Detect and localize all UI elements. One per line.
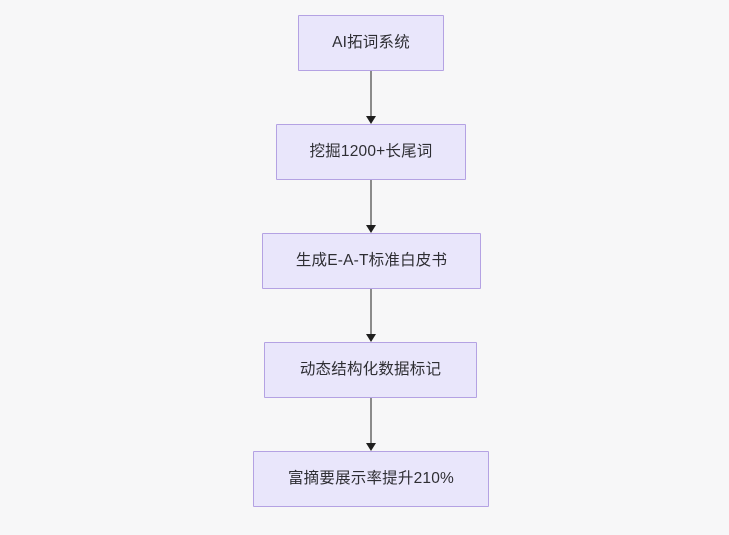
edge-line (370, 398, 372, 444)
arrowhead-icon (365, 443, 376, 451)
flow-node-label: 生成E-A-T标准白皮书 (295, 252, 448, 270)
flow-node-label: 动态结构化数据标记 (299, 361, 442, 379)
edge-line (370, 71, 372, 117)
arrowhead-icon (365, 334, 376, 342)
arrowhead-icon (365, 116, 376, 124)
edge-line (370, 180, 372, 226)
flow-node-rich-snippet-impression-lift[interactable]: 富摘要展示率提升210% (253, 451, 489, 507)
flow-node-label: 富摘要展示率提升210% (287, 470, 455, 488)
edge-line (370, 289, 372, 335)
flow-node-ai-keyword-system[interactable]: AI拓词系统 (298, 15, 444, 71)
flow-node-label: AI拓词系统 (332, 34, 410, 52)
flow-node-label: 挖掘1200+长尾词 (309, 143, 433, 161)
flow-node-dynamic-structured-data-markup[interactable]: 动态结构化数据标记 (264, 342, 477, 398)
flow-node-mine-longtail-keywords[interactable]: 挖掘1200+长尾词 (276, 124, 466, 180)
flow-node-generate-eat-whitepaper[interactable]: 生成E-A-T标准白皮书 (262, 233, 481, 289)
arrowhead-icon (365, 225, 376, 233)
